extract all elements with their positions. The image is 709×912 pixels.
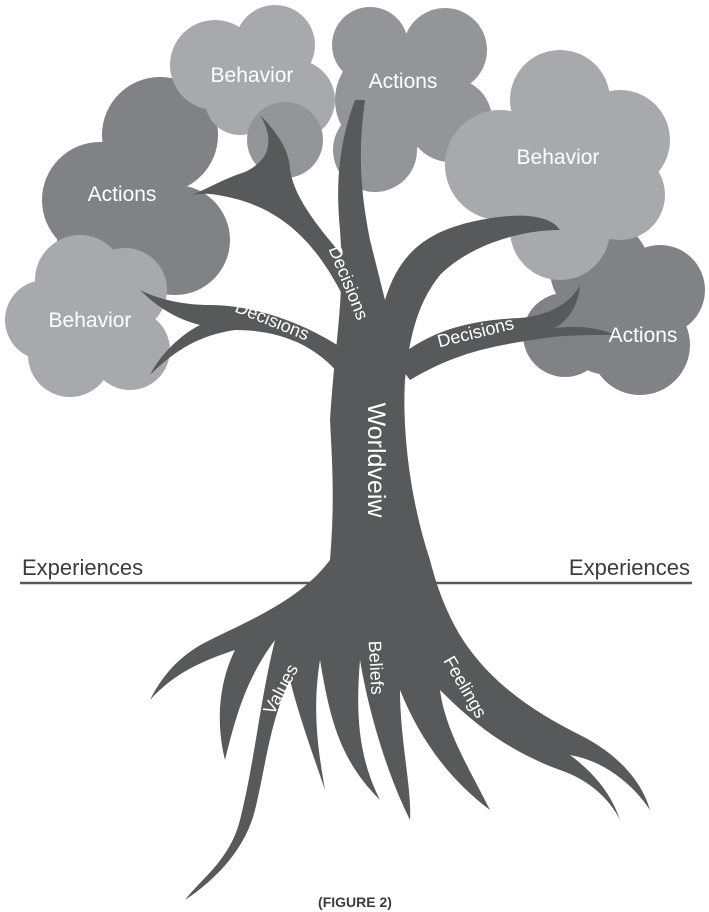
label-experiences-right: Experiences [569, 555, 690, 580]
foliage-behavior-left [5, 235, 170, 397]
label-behavior-top: Behavior [211, 64, 294, 87]
figure-caption: (FIGURE 2) [318, 894, 392, 910]
label-experiences-left: Experiences [22, 555, 143, 580]
label-actions-top: Actions [369, 70, 438, 93]
label-behavior-left: Behavior [49, 309, 132, 332]
label-behavior-right: Behavior [517, 146, 600, 169]
label-actions-left: Actions [88, 183, 157, 206]
tree-trunk [140, 100, 650, 900]
foliage-behavior-top [170, 5, 335, 178]
foliage-actions-right [523, 220, 705, 395]
label-worldview: Worldveiw [362, 403, 390, 519]
label-beliefs: Beliefs [365, 640, 388, 695]
label-actions-right: Actions [609, 324, 678, 347]
